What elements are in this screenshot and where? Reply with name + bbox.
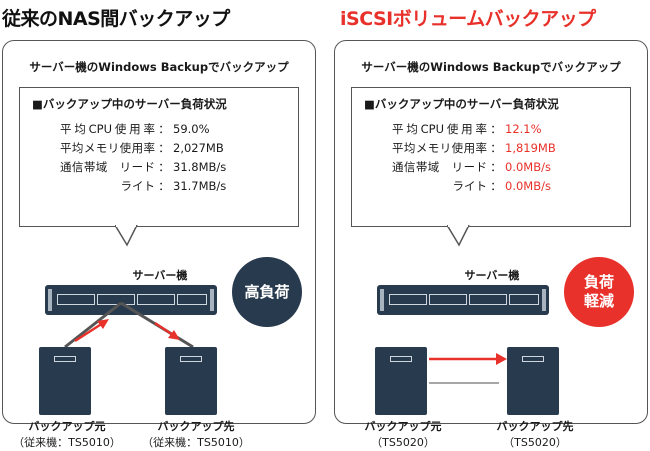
stat-label: ライト xyxy=(452,179,488,193)
stat-value: 1,819MB xyxy=(505,141,556,155)
destination-label: バックアップ先 （TS5020） xyxy=(475,419,595,451)
data-flow-lines xyxy=(64,301,194,349)
source-name: バックアップ元 xyxy=(28,420,106,433)
stat-label: ライト xyxy=(120,179,156,193)
load-title: ■バックアップ中のサーバー負荷状況 xyxy=(32,97,227,111)
stat-row-memory: 平均メモリ使用率：2,027MB xyxy=(60,139,226,158)
server-icon xyxy=(377,285,549,315)
source-model: （TS5020） xyxy=(371,436,435,449)
stat-value: 31.8MB/s xyxy=(173,160,227,174)
destination-model: （TS5020） xyxy=(503,436,567,449)
server-label: サーバー機 xyxy=(132,269,188,282)
panel-title: サーバー機のWindows Backupでバックアップ xyxy=(361,60,621,74)
server-load-callout: ■バックアップ中のサーバー負荷状況 平均CPU使用率：12.1% 平均メモリ使用… xyxy=(351,87,631,227)
callout-tail xyxy=(447,225,470,247)
stat-row-read: 通信帯域 リード：0.0MB/s xyxy=(392,158,556,177)
server-load-callout: ■バックアップ中のサーバー負荷状況 平均CPU使用率：59.0% 平均メモリ使用… xyxy=(19,87,299,227)
high-load-badge: 高負荷 xyxy=(232,257,302,327)
callout-tail xyxy=(115,225,138,247)
right-heading: iSCSIボリュームバックアップ xyxy=(340,8,596,30)
nas-source-icon xyxy=(375,347,427,415)
stat-label: 通信帯域 リード xyxy=(392,160,487,174)
data-flow-lines xyxy=(429,353,507,384)
stat-row-read: 通信帯域 リード：31.8MB/s xyxy=(60,158,226,177)
stat-value: 59.0% xyxy=(173,122,210,136)
load-stats: 平均CPU使用率：12.1% 平均メモリ使用率：1,819MB 通信帯域 リード… xyxy=(392,120,556,196)
source-model: （従来機：TS5010） xyxy=(13,436,121,449)
stat-value: 0.0MB/s xyxy=(505,179,551,193)
stat-row-write: ライト：31.7MB/s xyxy=(60,177,227,196)
server-label: サーバー機 xyxy=(464,269,520,282)
stat-row-memory: 平均メモリ使用率：1,819MB xyxy=(392,139,556,158)
source-label: バックアップ元 （TS5020） xyxy=(343,419,463,451)
destination-name: バックアップ先 xyxy=(157,420,235,433)
source-name: バックアップ元 xyxy=(364,420,442,433)
stat-label: 平均メモリ使用率 xyxy=(60,141,155,155)
iscsi-backup-panel: サーバー機のWindows Backupでバックアップ ■バックアップ中のサーバ… xyxy=(334,40,648,449)
load-title: ■バックアップ中のサーバー負荷状況 xyxy=(364,97,559,111)
stat-label: 通信帯域 リード xyxy=(60,160,155,174)
destination-model: （従来機：TS5010） xyxy=(142,436,250,449)
nas-destination-icon xyxy=(507,347,559,415)
source-label: バックアップ元 （従来機：TS5010） xyxy=(7,419,127,451)
conventional-backup-panel: サーバー機のWindows Backupでバックアップ ■バックアップ中のサーバ… xyxy=(2,40,316,449)
nas-source-icon xyxy=(39,347,91,415)
badge-line-1: 負荷 xyxy=(583,273,614,291)
load-stats: 平均CPU使用率：59.0% 平均メモリ使用率：2,027MB 通信帯域 リード… xyxy=(60,120,226,196)
stat-value: 12.1% xyxy=(505,122,542,136)
destination-name: バックアップ先 xyxy=(496,420,574,433)
nas-destination-icon xyxy=(165,347,217,415)
badge-line-2: 軽減 xyxy=(583,292,614,310)
stat-value: 2,027MB xyxy=(173,141,224,155)
stat-row-cpu: 平均CPU使用率：59.0% xyxy=(60,120,226,139)
left-heading: 従来のNAS間バックアップ xyxy=(2,8,230,30)
destination-label: バックアップ先 （従来機：TS5010） xyxy=(131,419,261,451)
stat-label: 平均CPU使用率 xyxy=(60,122,155,136)
stat-row-write: ライト：0.0MB/s xyxy=(392,177,556,196)
panel-title: サーバー機のWindows Backupでバックアップ xyxy=(29,60,289,74)
stat-value: 31.7MB/s xyxy=(173,179,227,193)
stat-label: 平均メモリ使用率 xyxy=(392,141,487,155)
load-reduced-badge: 負荷軽減 xyxy=(564,257,634,327)
stat-row-cpu: 平均CPU使用率：12.1% xyxy=(392,120,556,139)
stat-value: 0.0MB/s xyxy=(505,160,551,174)
stat-label: 平均CPU使用率 xyxy=(392,122,487,136)
